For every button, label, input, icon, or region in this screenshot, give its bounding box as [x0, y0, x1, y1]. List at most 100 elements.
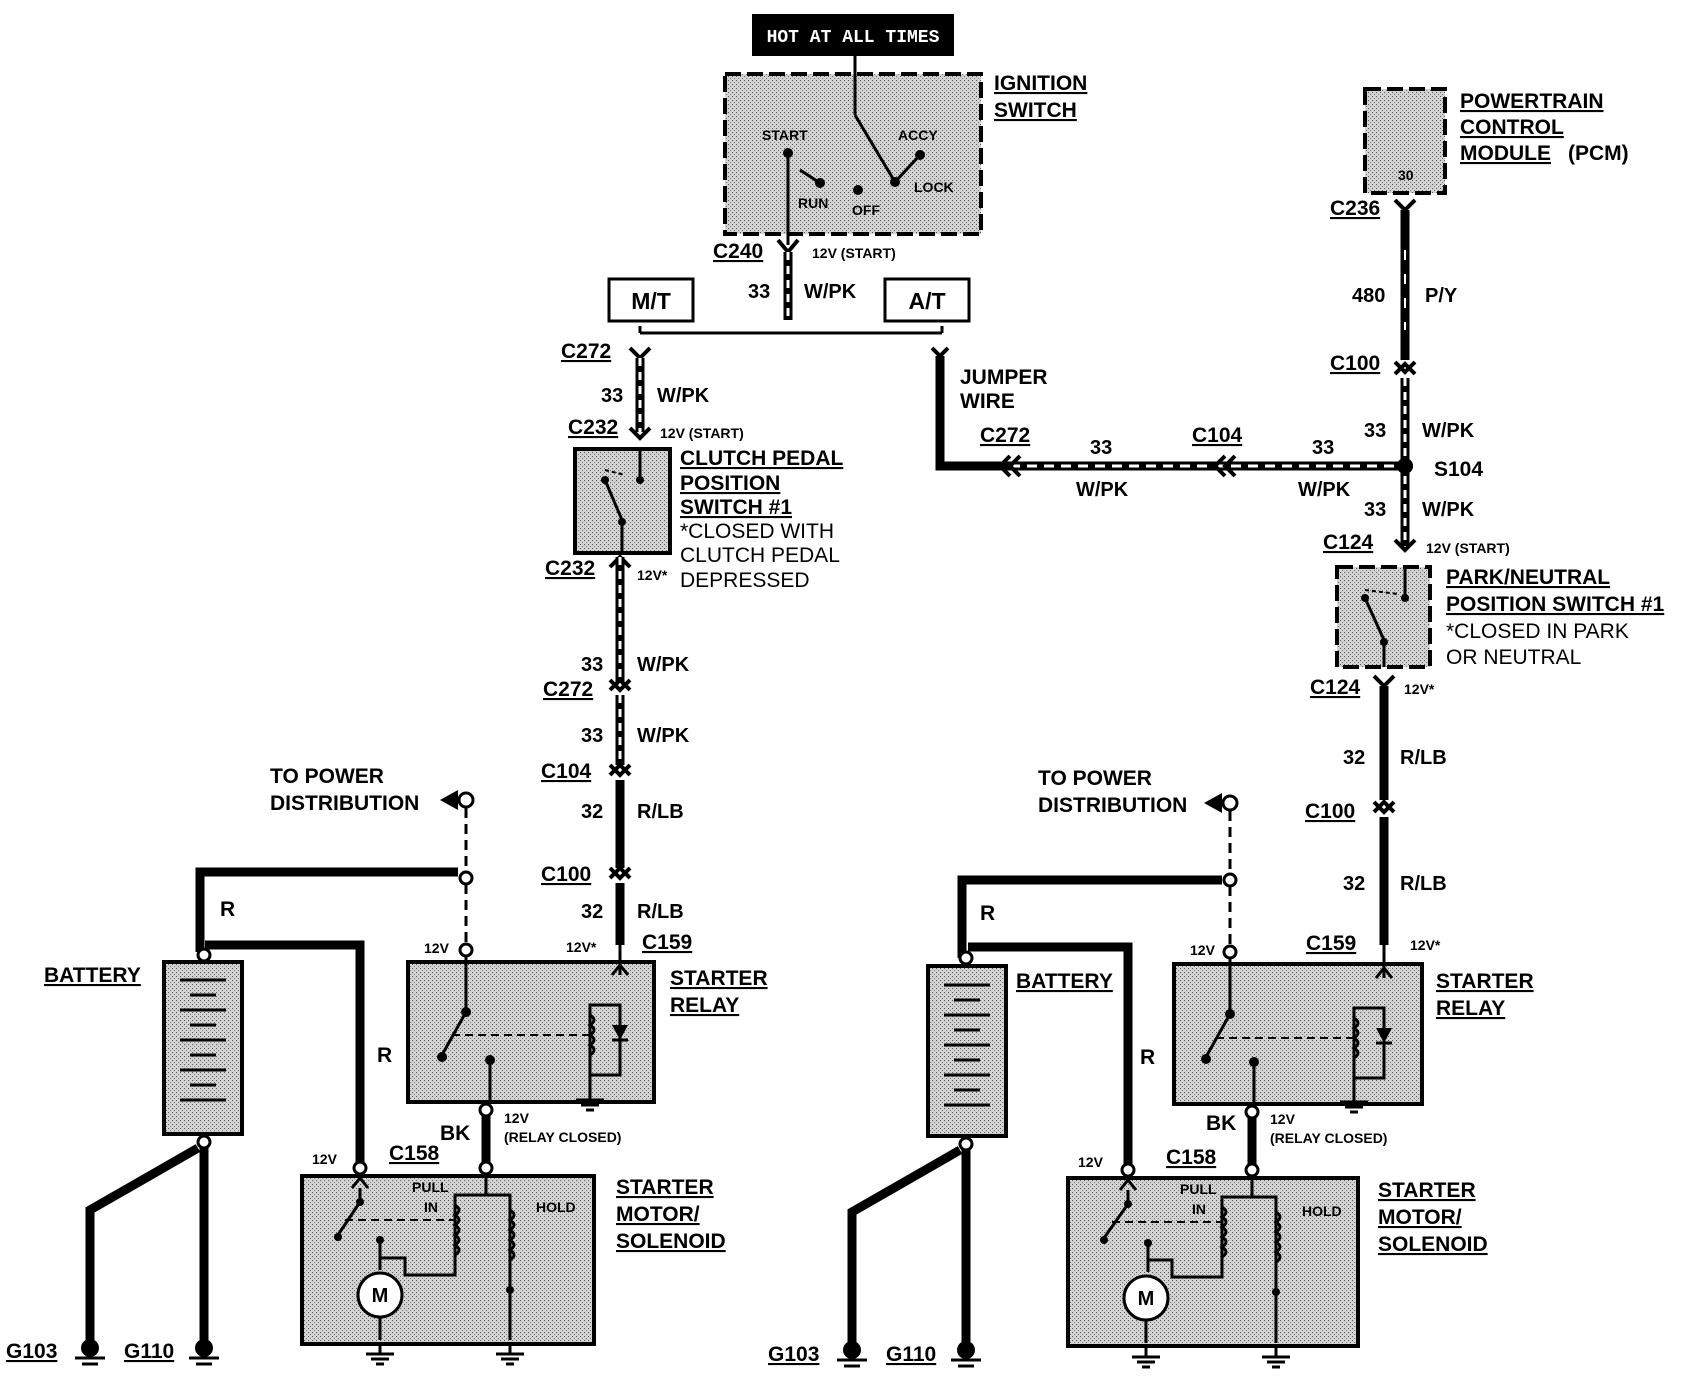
left-bk: BK [440, 1122, 470, 1145]
right-g103: G103 [768, 1343, 819, 1366]
pcm-color: P/Y [1425, 285, 1458, 307]
left-relay-closed-2: (RELAY CLOSED) [504, 1129, 621, 1145]
pn-title-1: PARK/NEUTRAL [1446, 566, 1610, 589]
right-12v-star-a: 12V* [1404, 681, 1435, 697]
ign-circuit-33: 33 [748, 281, 770, 303]
right-rlb-a: R/LB [1400, 747, 1447, 769]
left-wpk-a: W/PK [657, 385, 710, 407]
pn-title-2: POSITION SWITCH #1 [1446, 593, 1665, 616]
clutch-note-2: CLUTCH PEDAL [680, 544, 840, 567]
right-wpk-a: W/PK [1422, 420, 1475, 442]
left-relay-title-1: STARTER [670, 967, 768, 990]
left-wpk-b: W/PK [637, 654, 690, 676]
ign-start-label: START [762, 127, 808, 143]
left-wpk-c: W/PK [637, 725, 690, 747]
left-motor-title-1: STARTER [616, 1176, 714, 1199]
ign-off-label: OFF [852, 202, 880, 218]
ign-run-label: RUN [798, 195, 828, 211]
left-33-c: 33 [581, 725, 603, 747]
right-r-mid: R [1140, 1046, 1155, 1069]
lower-right-circuit [837, 793, 1424, 1369]
right-32-a: 32 [1343, 747, 1365, 769]
right-g110: G110 [886, 1343, 936, 1366]
left-relay-12v: 12V [424, 940, 450, 956]
left-to-power-1: TO POWER [270, 765, 384, 788]
left-motor-title-2: MOTOR/ [616, 1203, 700, 1226]
right-motor-title-1: STARTER [1378, 1179, 1476, 1202]
clutch-title-2: POSITION [680, 472, 780, 495]
h-wpk-a: W/PK [1076, 479, 1129, 501]
left-c232-top: C232 [568, 416, 618, 439]
left-12v-start: 12V (START) [660, 425, 744, 441]
clutch-title-3: SWITCH #1 [680, 496, 792, 519]
right-motor-title-3: SOLENOID [1378, 1233, 1488, 1256]
h-c272: C272 [980, 424, 1030, 447]
pcm-title-2: CONTROL [1460, 116, 1564, 139]
left-r-mid: R [377, 1044, 392, 1067]
right-c124-top: C124 [1323, 531, 1374, 554]
clutch-pedal-switch [573, 447, 672, 555]
left-relay-closed-1: 12V [504, 1110, 530, 1126]
right-relay-title-2: RELAY [1436, 997, 1505, 1020]
h-33-a: 33 [1090, 437, 1112, 459]
c240-label: C240 [713, 240, 763, 263]
right-pull-1: PULL [1180, 1181, 1217, 1197]
right-relay-12v: 12V [1190, 942, 1216, 958]
left-g103: G103 [6, 1340, 57, 1363]
right-c158: C158 [1166, 1146, 1217, 1169]
pn-note-1: *CLOSED IN PARK [1446, 620, 1629, 643]
ignition-switch: START ACCY RUN OFF LOCK [723, 56, 983, 245]
left-r-top: R [220, 898, 235, 921]
ign-accy-label: ACCY [898, 127, 938, 143]
left-c100: C100 [541, 863, 591, 886]
pcm-title-3: MODULE [1460, 142, 1551, 165]
ign-12v-start: 12V (START) [812, 245, 896, 261]
left-c272-bot: C272 [543, 678, 593, 701]
park-neutral-switch [1335, 565, 1432, 669]
ignition-switch-title-1: IGNITION [994, 72, 1087, 95]
h-33-b: 33 [1312, 437, 1334, 459]
right-pull-2: IN [1192, 1201, 1206, 1217]
right-relay-title-1: STARTER [1436, 970, 1534, 993]
left-rlb-a: R/LB [637, 801, 684, 823]
left-relay-title-2: RELAY [670, 994, 739, 1017]
left-motor-title-3: SOLENOID [616, 1230, 726, 1253]
lower-left-circuit [75, 790, 656, 1366]
left-12v-star-a: 12V* [637, 567, 668, 583]
pn-note-2: OR NEUTRAL [1446, 646, 1581, 669]
right-battery-label: BATTERY [1016, 970, 1113, 993]
right-c100: C100 [1305, 800, 1355, 823]
right-to-power-1: TO POWER [1038, 767, 1152, 790]
right-bk: BK [1206, 1112, 1236, 1135]
right-motor-m: M [1138, 1288, 1155, 1310]
right-12v-start: 12V (START) [1426, 540, 1510, 556]
right-relay-closed-2: (RELAY CLOSED) [1270, 1130, 1387, 1146]
left-motor-m: M [372, 1285, 389, 1307]
right-c124-bot: C124 [1310, 676, 1361, 699]
left-33-b: 33 [581, 654, 603, 676]
left-pull-1: PULL [412, 1179, 449, 1195]
left-32-a: 32 [581, 801, 603, 823]
hot-at-all-times-label: HOT AT ALL TIMES [767, 28, 940, 48]
left-33-a: 33 [601, 385, 623, 407]
ign-lock-label: LOCK [914, 179, 954, 195]
clutch-note-3: DEPRESSED [680, 569, 810, 592]
ign-circuit-color: W/PK [804, 281, 857, 303]
right-hold: HOLD [1302, 1203, 1342, 1219]
pcm-circuit: 480 [1352, 285, 1385, 307]
hot-at-all-times-box [752, 14, 954, 56]
right-r-top: R [980, 902, 995, 925]
pcm-title-1: POWERTRAIN [1460, 90, 1604, 113]
left-hold: HOLD [536, 1199, 576, 1215]
right-33-a: 33 [1364, 420, 1386, 442]
right-rlb-b: R/LB [1400, 873, 1447, 895]
h-wpk-b: W/PK [1298, 479, 1351, 501]
right-relay-closed-1: 12V [1270, 1111, 1296, 1127]
pcm-pin: 30 [1398, 167, 1414, 183]
left-12v-star-b: 12V* [566, 939, 597, 955]
ignition-switch-title-2: SWITCH [994, 99, 1077, 122]
h-s104: S104 [1434, 458, 1483, 481]
right-32-b: 32 [1343, 873, 1365, 895]
left-c158: C158 [389, 1142, 440, 1165]
right-wpk-b: W/PK [1422, 499, 1475, 521]
